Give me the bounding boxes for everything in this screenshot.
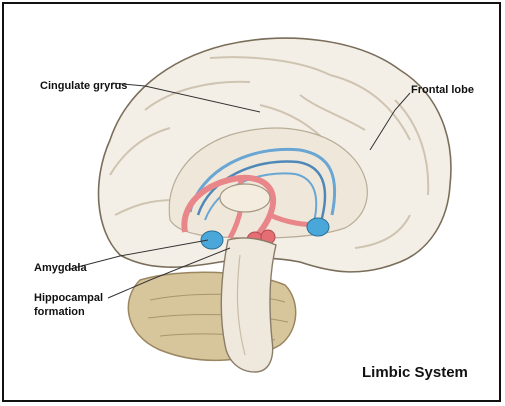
label-cingulate-gyrus: Cingulate gryrus [40,80,127,92]
amygdala-right [307,218,329,236]
label-hippocampal-line2: formation [34,306,85,318]
label-amygdala: Amygdala [34,262,87,274]
label-hippocampal-line1: Hippocampal [34,292,103,304]
amygdala-left [201,231,223,249]
brainstem [221,238,276,372]
diagram-title: Limbic System [362,364,468,381]
label-frontal-lobe: Frontal lobe [411,84,474,96]
